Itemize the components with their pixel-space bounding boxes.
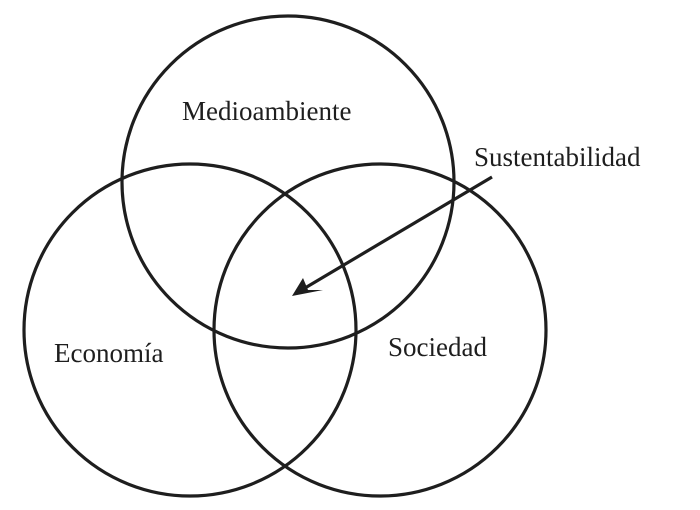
economy-label: Economía bbox=[54, 338, 164, 368]
sustainability-label: Sustentabilidad bbox=[474, 142, 641, 172]
sustainability-arrow bbox=[292, 175, 493, 296]
arrow-shaft bbox=[304, 175, 493, 290]
environment-label: Medioambiente bbox=[182, 96, 352, 126]
arrow-head-icon bbox=[292, 278, 323, 296]
society-label: Sociedad bbox=[388, 332, 487, 362]
environment-circle bbox=[120, 14, 456, 350]
economy-circle bbox=[22, 162, 358, 498]
society-circle bbox=[212, 162, 548, 498]
